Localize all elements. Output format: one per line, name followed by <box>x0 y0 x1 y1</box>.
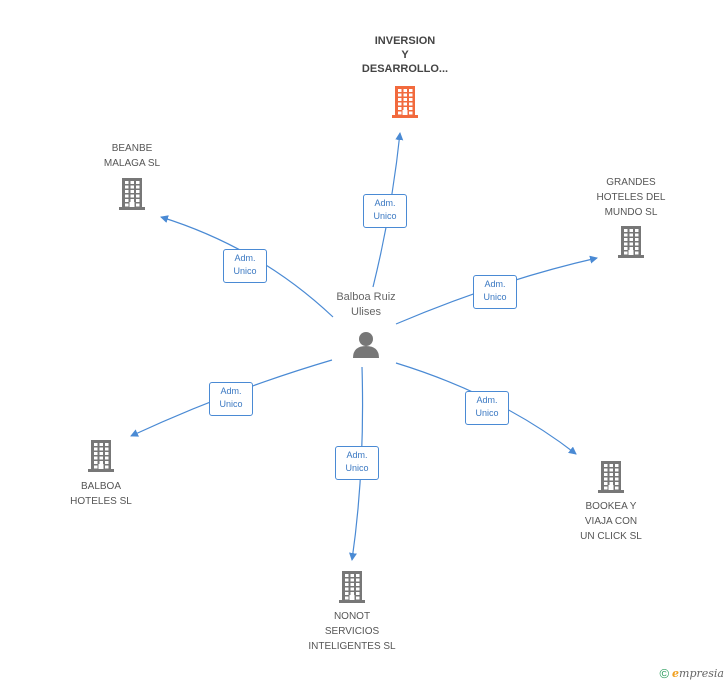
building-icon[interactable] <box>598 461 624 493</box>
node-label-line: DESARROLLO... <box>361 63 449 75</box>
node-label-line: HOTELES DEL <box>596 192 666 203</box>
edge-label-bookea[interactable]: Adm. Unico <box>465 391 509 425</box>
edge-label-line: Adm. <box>234 253 256 263</box>
edge-label-line: Adm. <box>220 386 242 396</box>
node-label-line: UN CLICK SL <box>580 531 642 542</box>
node-label-line: INTELIGENTES SL <box>308 641 396 652</box>
icons-layer <box>88 86 644 603</box>
node-label-line: GRANDES <box>606 177 656 188</box>
node-label-line: NONOT <box>333 611 371 622</box>
brand-name: mpresia <box>679 667 724 680</box>
edge-label-line: Adm. <box>484 279 506 289</box>
edge-label-line: Adm. <box>476 395 498 405</box>
edge-label-beanbe[interactable]: Adm. Unico <box>223 249 267 283</box>
building-icon[interactable] <box>119 178 145 210</box>
node-label-beanbe[interactable]: BEANBE MALAGA SL <box>104 141 160 171</box>
node-label-grandes[interactable]: GRANDES HOTELES DEL MUNDO SL <box>597 175 666 220</box>
building-icon[interactable] <box>339 571 365 603</box>
edge-label-balboa[interactable]: Adm. Unico <box>209 382 253 416</box>
building-icon[interactable] <box>88 440 114 472</box>
node-label-line: MALAGA SL <box>103 158 161 169</box>
edge-label-grandes[interactable]: Adm. Unico <box>473 275 517 309</box>
edge-label-line: Unico <box>483 292 507 302</box>
node-label-inversion[interactable]: INVERSION Y DESARROLLO... <box>362 34 448 76</box>
edge-label-nonot[interactable]: Adm. Unico <box>335 446 379 480</box>
person-icon[interactable] <box>353 332 379 358</box>
node-label-bookea[interactable]: BOOKEA Y VIAJA CON UN CLICK SL <box>580 499 642 544</box>
brand-logo: empresia <box>672 667 724 680</box>
node-label-balboa[interactable]: BALBOA HOTELES SL <box>70 479 132 509</box>
node-label-line: INVERSION <box>374 35 436 47</box>
node-label-line: SERVICIOS <box>324 626 380 637</box>
edge-label-line: Unico <box>219 399 243 409</box>
node-label-line: VIAJA CON <box>584 516 638 527</box>
node-label-line: Ulises <box>351 306 381 318</box>
edge-label-line: Adm. <box>346 450 368 460</box>
edge-label-line: Unico <box>233 266 257 276</box>
building-icon[interactable] <box>392 86 418 118</box>
edge-label-line: Unico <box>475 408 499 418</box>
brand-initial: e <box>672 667 680 680</box>
node-label-line: Balboa Ruiz <box>336 291 396 303</box>
node-label-line: Y <box>401 49 409 61</box>
node-label-line: HOTELES SL <box>70 496 132 507</box>
node-label-line: BOOKEA Y <box>585 501 637 512</box>
footer-brand: © empresia <box>659 666 724 681</box>
node-label-nonot[interactable]: NONOT SERVICIOS INTELIGENTES SL <box>308 609 395 654</box>
edge-label-inversion[interactable]: Adm. Unico <box>363 194 407 228</box>
edge-label-line: Adm. <box>374 198 396 208</box>
node-label-line: MUNDO SL <box>604 207 658 218</box>
node-label-line: BALBOA <box>80 481 122 492</box>
building-icon[interactable] <box>618 226 644 258</box>
copyright-icon: © <box>659 666 670 681</box>
edge-label-line: Unico <box>345 463 369 473</box>
edge-label-line: Unico <box>373 211 397 221</box>
node-label-line: BEANBE <box>111 143 153 154</box>
